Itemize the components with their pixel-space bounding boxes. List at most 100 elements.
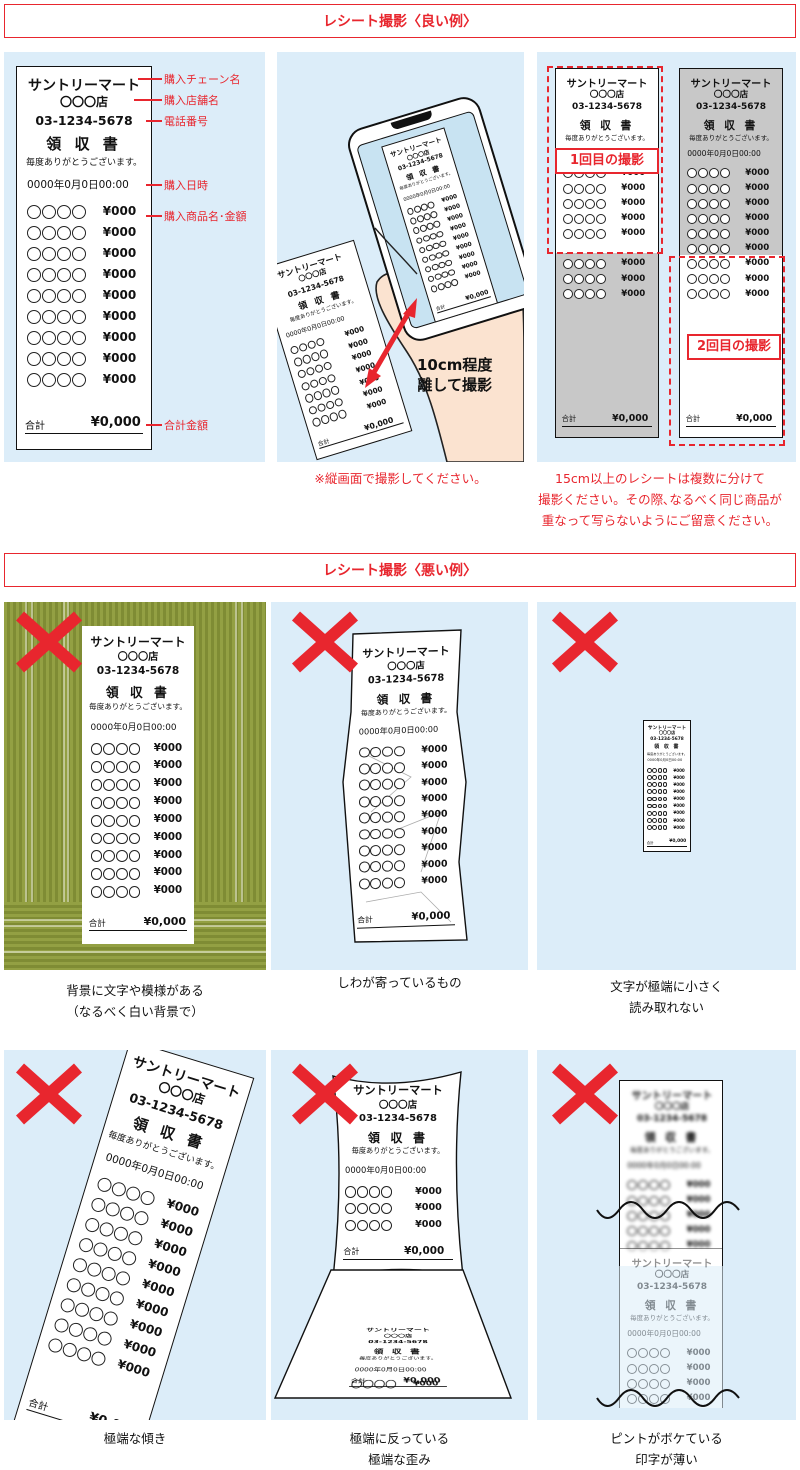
receipt-item-circle (652, 767, 658, 773)
receipt-item-circle (687, 183, 698, 194)
first-shot-label: 1回目の撮影 (555, 148, 659, 174)
receipt-item-name (687, 183, 730, 194)
receipt-item-circle (708, 168, 719, 179)
receipt-item-circle (27, 247, 41, 261)
receipt-item-price: ¥000 (745, 228, 770, 239)
receipt-item-circle (719, 274, 730, 285)
receipt-item-circle (719, 259, 730, 270)
receipt-item-circle (697, 198, 709, 209)
receipt-item-circle (657, 789, 663, 795)
receipt-store-chain: サントリーマート (647, 725, 687, 731)
receipt-item-price: ¥000 (158, 1216, 195, 1240)
receipt-item-price: ¥000 (621, 182, 646, 193)
receipt-item-circle (662, 803, 668, 809)
receipt-item-circle (103, 850, 116, 863)
receipt-item-circle (659, 1348, 670, 1359)
portrait-note: ※縦画面で撮影してください。 (314, 471, 487, 486)
bad-caption-5: 極端に反っている 極端な歪み (349, 1431, 450, 1467)
receipt-item-circle (627, 1378, 638, 1389)
receipt-item-circle (652, 782, 658, 787)
receipt-store-chain: サントリーマート (90, 634, 186, 649)
receipt-store-chain: サントリーマート (566, 78, 648, 90)
receipt-item-circle (687, 198, 698, 209)
receipt-item-circle (93, 1285, 112, 1303)
receipt-item-circle (90, 886, 103, 898)
receipt-item-circle (99, 1265, 118, 1283)
cross-icon (551, 611, 619, 673)
receipt-phone: 03-1234-5678 (636, 1114, 708, 1125)
receipt-item-circle (72, 331, 86, 345)
receipt-item-price: ¥000 (421, 759, 448, 772)
receipt-item-circle (103, 796, 116, 809)
receipt-item-circle (662, 782, 668, 787)
receipt-phone: 03-1234-5678 (367, 672, 445, 687)
receipt-item-circle (697, 274, 709, 285)
receipt-item-circle (584, 213, 595, 224)
receipt-item-name (358, 811, 405, 824)
receipt-item-circle (719, 213, 730, 224)
torn-edge-icon (596, 1201, 740, 1407)
receipt-item-circle (659, 1240, 670, 1251)
receipt-phone: 03-1234-5678 (695, 102, 767, 113)
receipt-item-name (345, 1220, 393, 1232)
receipt-item-circle (72, 247, 86, 261)
receipt-item-price: ¥000 (421, 841, 448, 854)
receipt-item-name (27, 310, 86, 324)
receipt-datetime: 0000年0月0日00:00 (90, 722, 177, 733)
receipt-thanks: 毎度ありがとうございます。 (351, 1146, 445, 1156)
receipt-item-circle (584, 289, 595, 300)
receipt-item-price: ¥000 (673, 824, 685, 830)
receipt-item-price: ¥000 (102, 225, 137, 239)
receipt-item-price: ¥000 (102, 267, 137, 281)
receipt-item-circle (72, 289, 86, 303)
receipt-item-circle (659, 1180, 670, 1191)
receipt-item-circle (719, 289, 730, 300)
receipt-item-name (358, 745, 405, 759)
receipt-item-circle (370, 877, 382, 889)
receipt-item-circle (345, 1186, 357, 1198)
receipt-item-circle (72, 310, 86, 324)
receipt-item-circle (563, 183, 574, 194)
receipt-item-name (345, 1186, 393, 1198)
receipt-item-name (27, 205, 86, 219)
receipt-item-circle (719, 168, 730, 179)
receipt-item-price: ¥000 (102, 246, 137, 260)
receipt-thanks: 毎度ありがとうございます。 (358, 1355, 438, 1361)
receipt-item-circle (708, 213, 719, 224)
receipt-item-circle (382, 778, 394, 791)
receipt-item-circle (382, 762, 394, 774)
receipt-item-circle (370, 812, 382, 824)
receipt-item-price: ¥000 (102, 330, 137, 344)
receipt-item-price: ¥000 (102, 351, 137, 365)
receipt-total-rule (561, 425, 653, 427)
receipt-item-circle (42, 205, 56, 219)
receipt-item-circle (42, 289, 56, 303)
long-receipt-note: 15cm以上のレシートは複数に分けて 撮影ください。その際､なるべく同じ商品が … (538, 471, 782, 528)
receipt-item-circle (128, 868, 141, 881)
receipt-item-name (627, 1393, 670, 1404)
receipt-item-circle (72, 373, 86, 387)
receipt-item-circle (128, 743, 141, 756)
receipt-item-name (90, 814, 141, 827)
receipt-item-circle (115, 850, 128, 863)
receipt-item-circle (573, 228, 585, 239)
receipt-item-price: ¥000 (673, 774, 685, 780)
receipt-item-name (647, 825, 668, 830)
receipt-item-price: ¥000 (621, 213, 646, 223)
receipt-item-name (627, 1180, 670, 1191)
receipt-item-circle (648, 1240, 659, 1251)
receipt-item-circle (89, 1349, 108, 1368)
receipt-item-circle (42, 373, 56, 387)
receipt-item-circle (370, 762, 382, 775)
receipt-total-rule (25, 433, 143, 434)
receipt-item-circle (42, 268, 56, 282)
receipt-item-name (627, 1363, 670, 1374)
receipt-datetime: 0000年0月0日00:00 (358, 723, 439, 737)
receipt-store-branch: 〇〇〇店 (654, 1101, 690, 1112)
receipt-item-circle (719, 244, 730, 255)
receipt-item-price: ¥000 (421, 874, 448, 887)
